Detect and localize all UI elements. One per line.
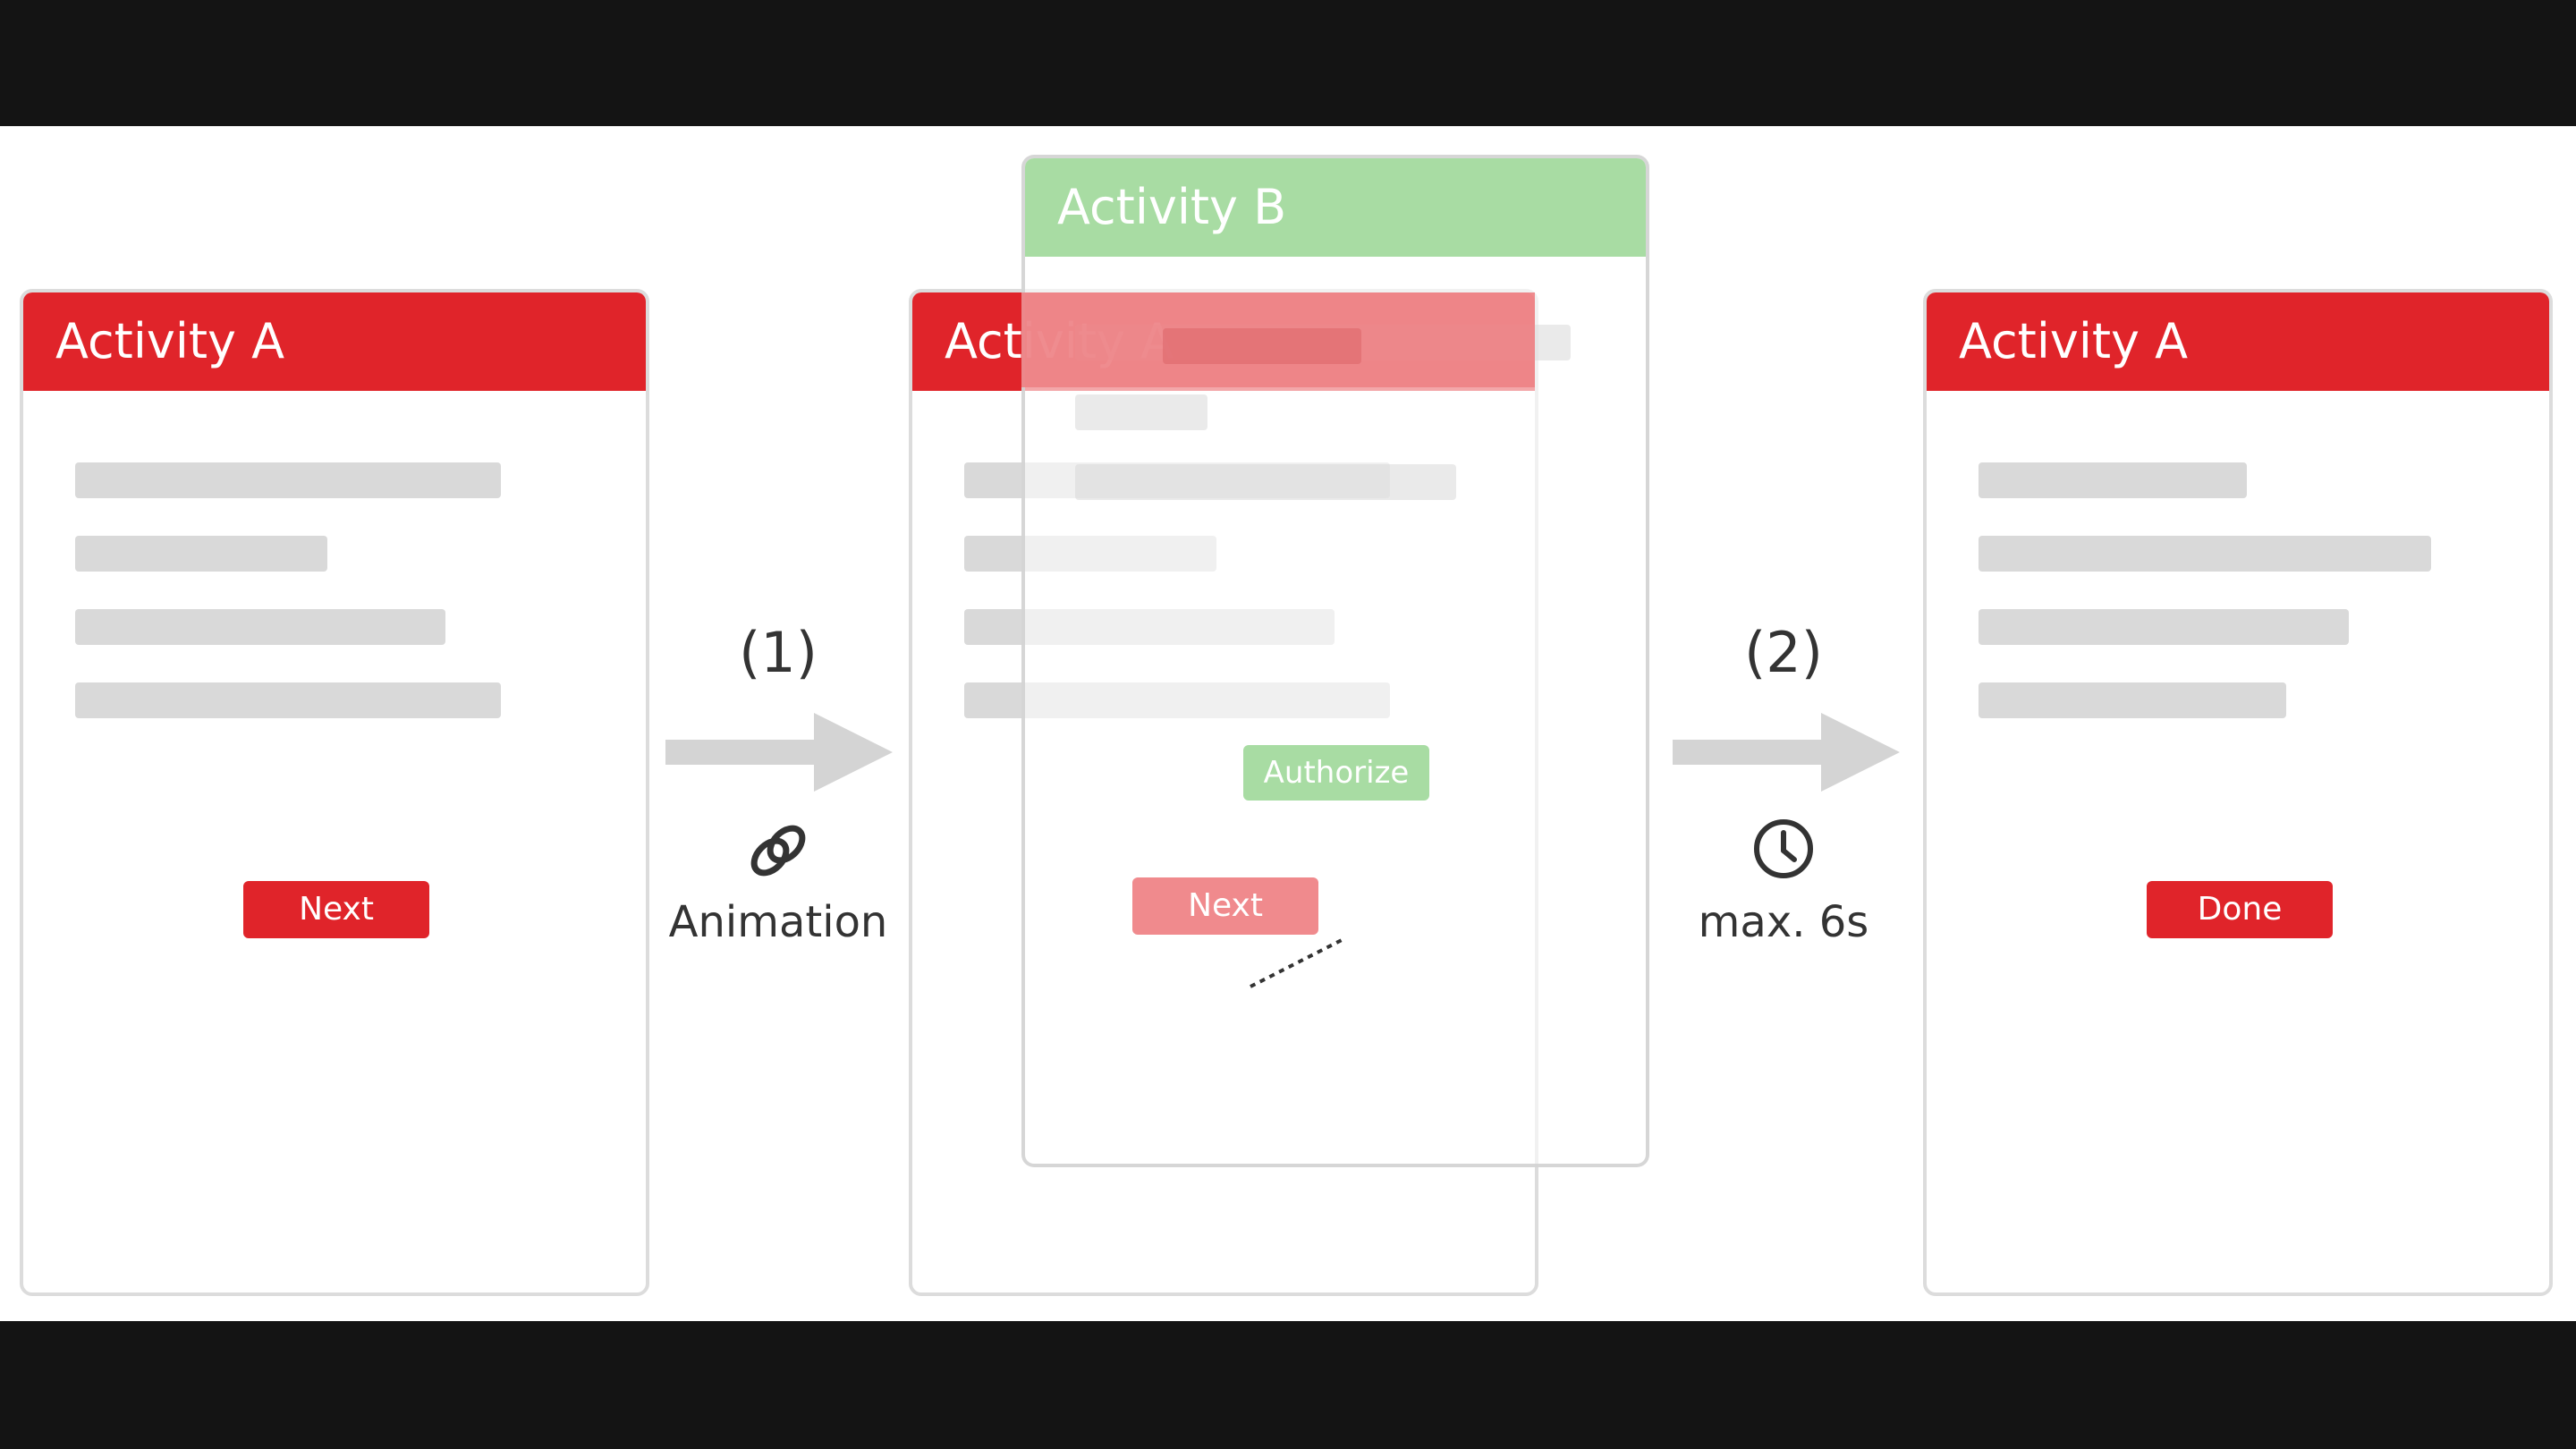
placeholder-bar	[1979, 682, 2286, 718]
step-2-label: (2)	[1744, 620, 1823, 685]
right-activity-a-header: Activity A	[1927, 292, 2549, 391]
diagram-canvas: Activity A Next (1) Animation Activity A…	[0, 126, 2576, 1321]
step-1-label: (1)	[739, 620, 818, 685]
placeholder-bar	[75, 536, 327, 572]
left-activity-a-card: Activity A Next	[20, 289, 649, 1296]
step-1-arrow	[665, 713, 893, 792]
dotted-connector	[1250, 938, 1343, 988]
left-next-button[interactable]: Next	[243, 881, 429, 938]
placeholder-bar	[1979, 609, 2349, 645]
step-2-arrow	[1673, 713, 1900, 792]
placeholder-bar	[1979, 462, 2247, 498]
placeholder-bar	[75, 682, 501, 718]
link-rings-icon	[750, 825, 806, 877]
placeholder-bar	[1075, 394, 1208, 430]
placeholder-bar	[1979, 536, 2431, 572]
placeholder-bar	[75, 609, 445, 645]
left-activity-a-header: Activity A	[23, 292, 646, 391]
authorize-button[interactable]: Authorize	[1243, 745, 1429, 801]
clock-icon	[1754, 819, 1813, 878]
step-2-caption: max. 6s	[1698, 897, 1869, 947]
placeholder-bar	[1075, 464, 1456, 500]
done-button[interactable]: Done	[2147, 881, 2333, 938]
placeholder-bar	[75, 462, 501, 498]
middle-activity-b-header: Activity B	[1025, 158, 1646, 257]
faded-header-bar	[1163, 328, 1361, 364]
right-activity-a-card: Activity A Done	[1923, 289, 2553, 1296]
middle-next-button[interactable]: Next	[1132, 877, 1318, 935]
step-1-caption: Animation	[668, 897, 888, 947]
